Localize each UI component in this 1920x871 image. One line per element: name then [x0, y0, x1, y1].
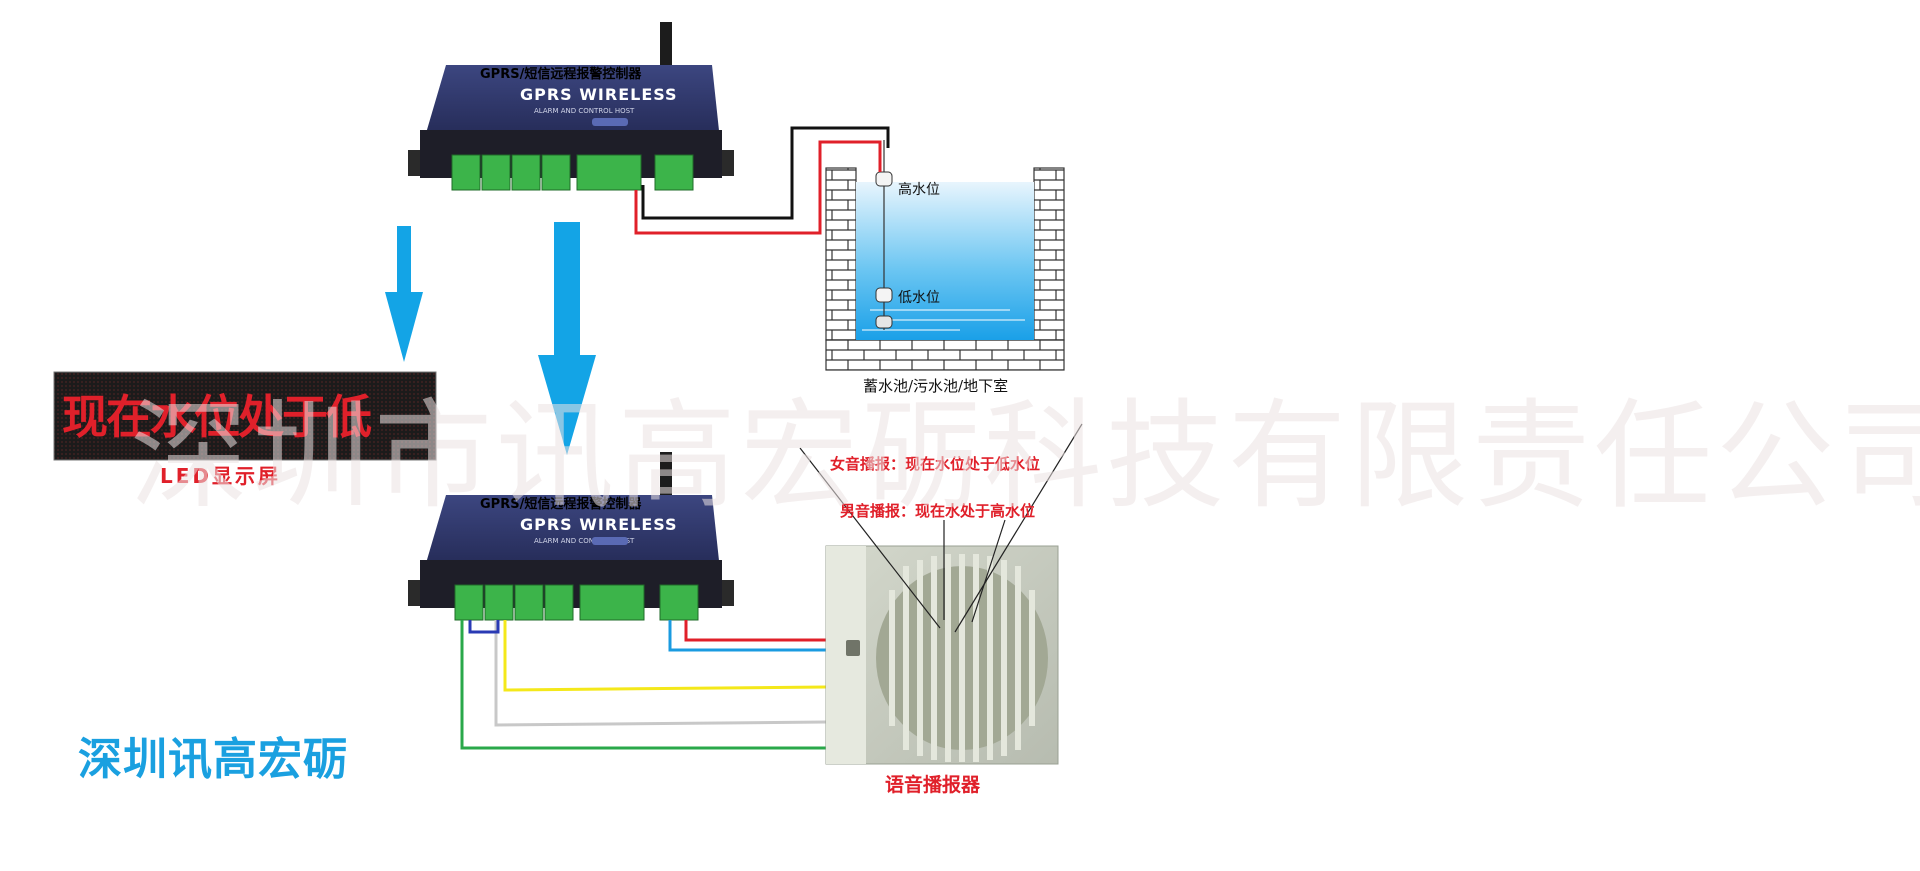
sensor-wires	[634, 126, 890, 235]
annotation-pointers	[799, 423, 1083, 633]
high-level-sensor	[875, 171, 893, 187]
arrow-to-led	[385, 226, 423, 362]
bottom-controller: GPRS/短信远程报警控制器 GPRS WIRELESS ALARM AND C…	[408, 452, 734, 621]
speaker-caption: 语音播报器	[885, 774, 981, 796]
controller-brand: GPRS WIRELESS	[520, 85, 678, 104]
controller-subtitle: ALARM AND CONTROL HOST	[534, 537, 635, 545]
led-scroll-text: 现在水位处于低	[62, 390, 372, 444]
controller-brand: GPRS WIRELESS	[520, 515, 678, 534]
controller-body	[424, 495, 720, 570]
high-level-label: 高水位	[898, 182, 940, 198]
male-voice-annotation: 男音播报：现在水处于高水位	[840, 502, 1036, 520]
controller-top-strip: GPRS/短信远程报警控制器	[480, 496, 642, 512]
low-level-label: 低水位	[898, 290, 940, 306]
led-caption: LED显示屏	[160, 464, 282, 488]
company-name: 深圳讯高宏砺	[78, 734, 348, 785]
arrow-to-lower-controller	[538, 222, 596, 455]
terminal-block	[451, 154, 694, 191]
voice-speaker	[825, 545, 1059, 765]
top-controller: GPRS/短信远程报警控制器 GPRS WIRELESS ALARM AND C…	[408, 22, 734, 191]
speaker-wires	[460, 620, 827, 750]
speaker-grille	[889, 554, 1035, 762]
controller-top-strip: GPRS/短信远程报警控制器	[480, 66, 642, 82]
controller-subtitle: ALARM AND CONTROL HOST	[534, 107, 635, 115]
low-level-sensor	[875, 287, 893, 329]
female-voice-annotation: 女音播报：现在水位处于低水位	[830, 455, 1041, 473]
led-display: 现在水位处于低	[53, 371, 437, 461]
water-tank	[825, 140, 1065, 371]
tank-caption: 蓄水池/污水池/地下室	[863, 377, 1009, 395]
controller-body	[424, 65, 720, 140]
water	[856, 182, 1034, 340]
